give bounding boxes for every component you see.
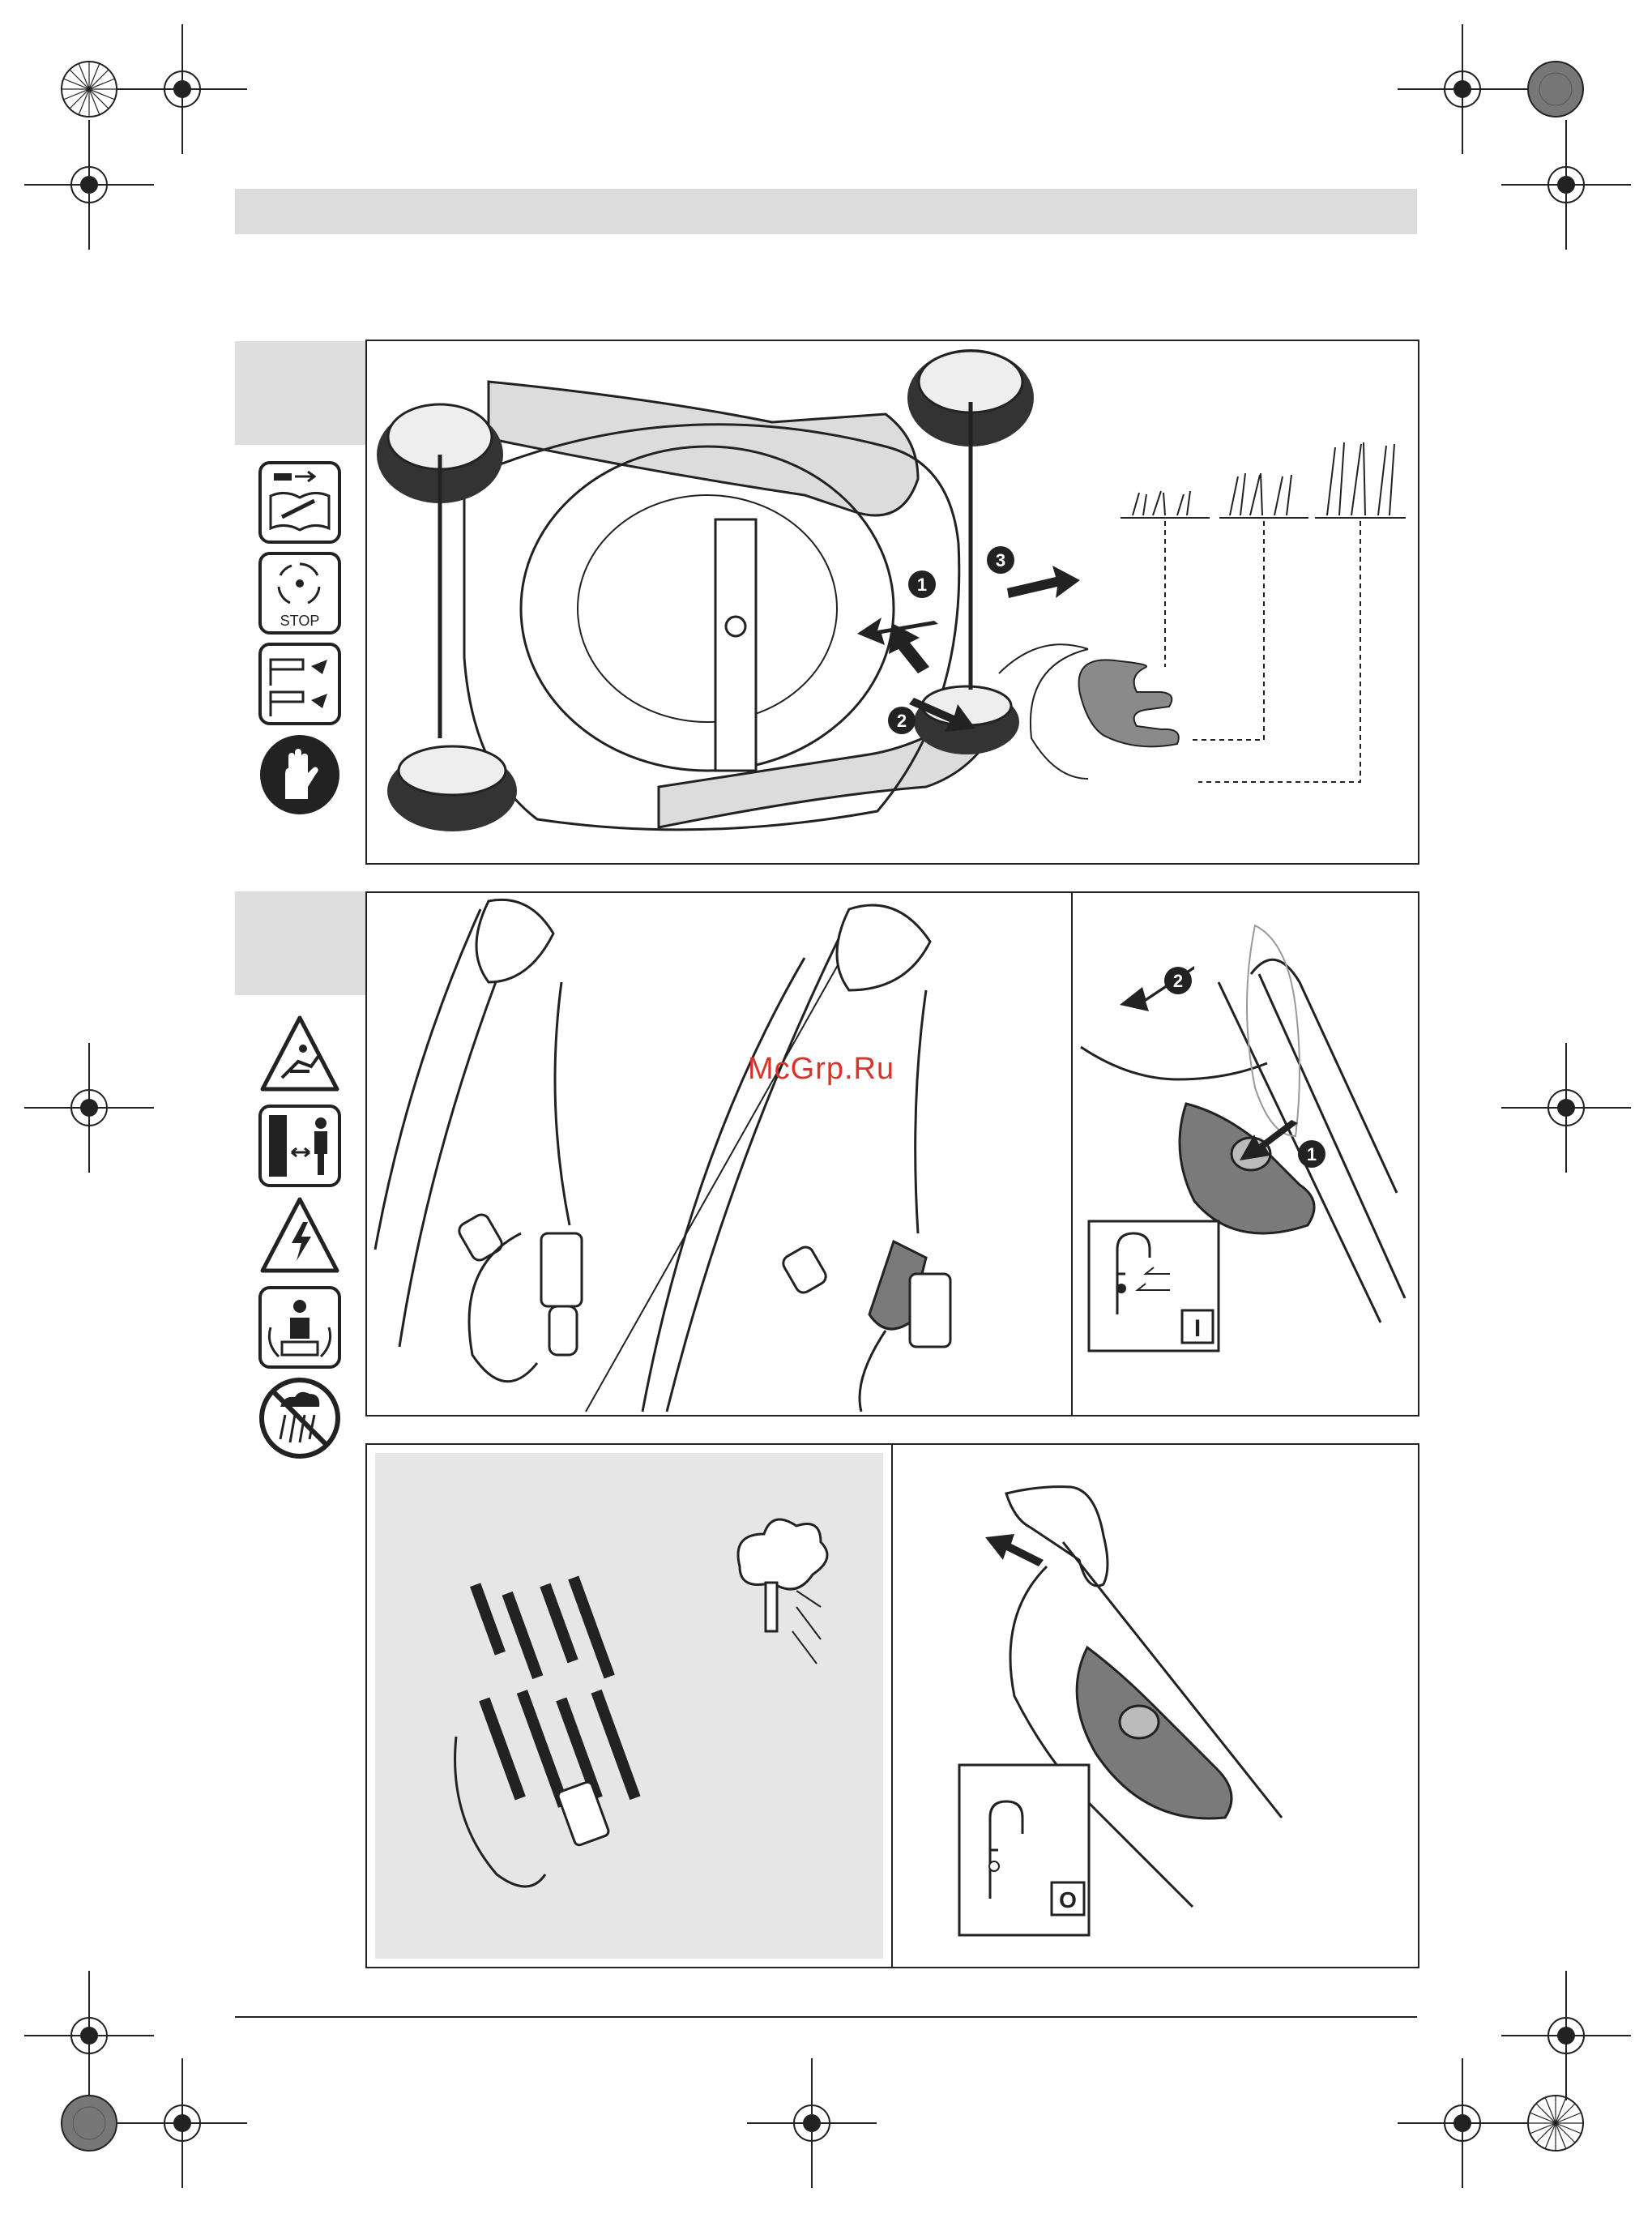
registration-crosshair	[1501, 1043, 1631, 1173]
switch-on-illustration: 2 1 I	[1073, 893, 1418, 1415]
read-manual-icon	[258, 460, 342, 545]
callout-step-3: 3	[996, 550, 1005, 570]
callout-step-2: 2	[897, 711, 907, 731]
mowing-pattern-illustration	[367, 1445, 891, 1967]
switch-off-symbol: O	[1059, 1887, 1077, 1912]
switch-on-symbol: I	[1194, 1315, 1201, 1342]
section-tab-1	[235, 341, 366, 445]
panel-mowing-pattern	[365, 1443, 893, 1968]
panel-cable-connection	[365, 891, 1073, 1417]
registration-crosshair	[1501, 120, 1631, 250]
watermark: McGrp.Ru	[748, 1052, 894, 1087]
electric-shock-warning-icon	[258, 1194, 342, 1279]
panel-switch-off: O	[891, 1443, 1419, 1968]
header-bar	[235, 189, 1417, 234]
wear-gloves-icon	[258, 733, 342, 817]
registration-crosshair	[747, 2058, 877, 2188]
registration-crosshair	[24, 120, 154, 250]
stop-label: STOP	[280, 613, 320, 629]
flying-objects-warning-icon	[258, 1013, 342, 1097]
registration-circle-sunburst	[1491, 2058, 1620, 2188]
section-tab-2	[235, 891, 366, 995]
keep-distance-icon	[258, 1104, 342, 1188]
keep-bystanders-away-icon	[258, 1285, 342, 1370]
switch-off-illustration: O	[893, 1445, 1418, 1967]
callout-switch-2: 2	[1173, 971, 1183, 991]
no-rain-icon	[258, 1376, 342, 1460]
blade-rotation-stop-icon: STOP	[258, 551, 342, 635]
footer-rule	[235, 2016, 1417, 2018]
registration-crosshair	[117, 2058, 247, 2188]
blade-maintenance-icon	[258, 642, 342, 726]
cable-connection-illustration	[367, 893, 1071, 1415]
registration-crosshair	[24, 1043, 154, 1173]
callout-step-1: 1	[917, 575, 927, 595]
panel-cutting-height: 1 2 3	[365, 340, 1419, 865]
cutting-height-illustration: 1 2 3	[367, 341, 1418, 863]
panel-switch-on: 2 1 I	[1071, 891, 1419, 1417]
callout-switch-1: 1	[1307, 1144, 1317, 1164]
